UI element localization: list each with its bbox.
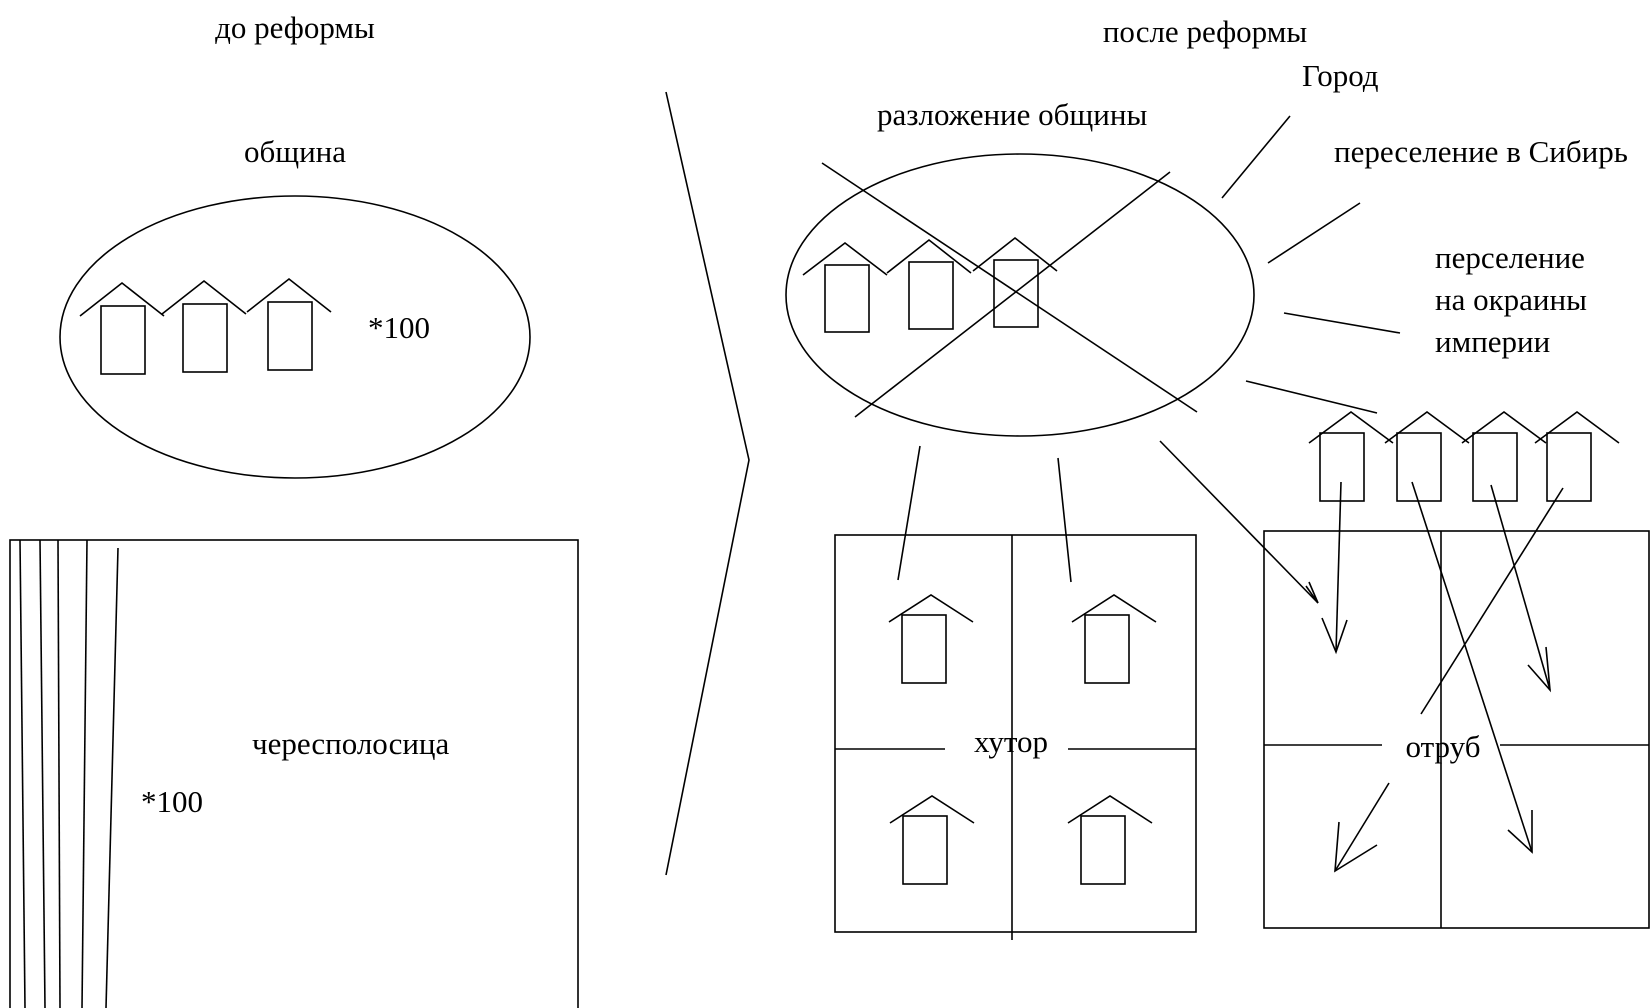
to-khutor-line xyxy=(897,445,921,581)
decaying-commune-ellipse xyxy=(785,153,1255,437)
house-icon xyxy=(886,238,972,330)
outskirts-label-line-3: империи xyxy=(1435,324,1550,359)
outskirts-label-line-2: на окраины xyxy=(1435,282,1587,317)
cross-out-line xyxy=(854,171,1171,418)
field-strip-line xyxy=(57,539,61,1008)
transition-arrow xyxy=(665,91,750,876)
house-icon xyxy=(972,236,1058,328)
decay-label: разложение общины xyxy=(877,97,1147,132)
before-heading: до реформы xyxy=(215,10,375,45)
outskirts-label-line-1: перселение xyxy=(1435,240,1585,275)
otrub-label: отруб xyxy=(1406,729,1481,764)
house-icon xyxy=(1071,594,1157,684)
city-label: Город xyxy=(1302,58,1379,93)
house-icon xyxy=(246,277,332,371)
to-otrub-line xyxy=(1159,440,1319,604)
otrub-plot xyxy=(1263,530,1650,929)
field-strip-line xyxy=(19,539,26,1008)
to-city-line xyxy=(1221,115,1291,199)
arrow-icon xyxy=(1321,481,1348,655)
house-icon xyxy=(802,241,888,333)
to-khutor-line xyxy=(1057,457,1072,583)
field-strip-line xyxy=(81,539,88,1008)
arrow-icon xyxy=(1334,782,1390,873)
house-icon xyxy=(79,281,165,375)
house-icon xyxy=(888,594,974,684)
to-new-houses-line xyxy=(1245,380,1378,414)
commune-label: община xyxy=(244,134,346,169)
field-strip-line xyxy=(105,547,119,1008)
house-icon xyxy=(1384,411,1470,502)
cross-out-line xyxy=(821,162,1198,413)
house-icon xyxy=(1534,411,1620,502)
arrow-icon xyxy=(1411,481,1533,854)
arrow-icon xyxy=(1490,484,1552,693)
commune-ellipse xyxy=(59,195,531,479)
to-outskirts-line xyxy=(1283,312,1401,334)
house-icon xyxy=(1461,411,1547,502)
to-siberia-line xyxy=(1267,202,1361,264)
arrow-icon xyxy=(1305,581,1319,604)
khutor-plot xyxy=(834,534,1197,933)
house-icon xyxy=(161,279,247,373)
house-icon xyxy=(889,795,975,885)
field-label: чересполосица xyxy=(252,726,450,761)
siberia-label: переселение в Сибирь xyxy=(1334,134,1628,169)
house-icon xyxy=(1308,411,1394,502)
strip-field xyxy=(9,539,579,1008)
after-heading: после реформы xyxy=(1103,14,1307,49)
multiplier-field: *100 xyxy=(141,784,203,819)
arrow-icon xyxy=(1420,487,1564,715)
field-strip-line xyxy=(39,539,46,1008)
khutor-label: хутор xyxy=(974,724,1048,759)
multiplier-commune: *100 xyxy=(368,310,430,345)
house-icon xyxy=(1067,795,1153,885)
